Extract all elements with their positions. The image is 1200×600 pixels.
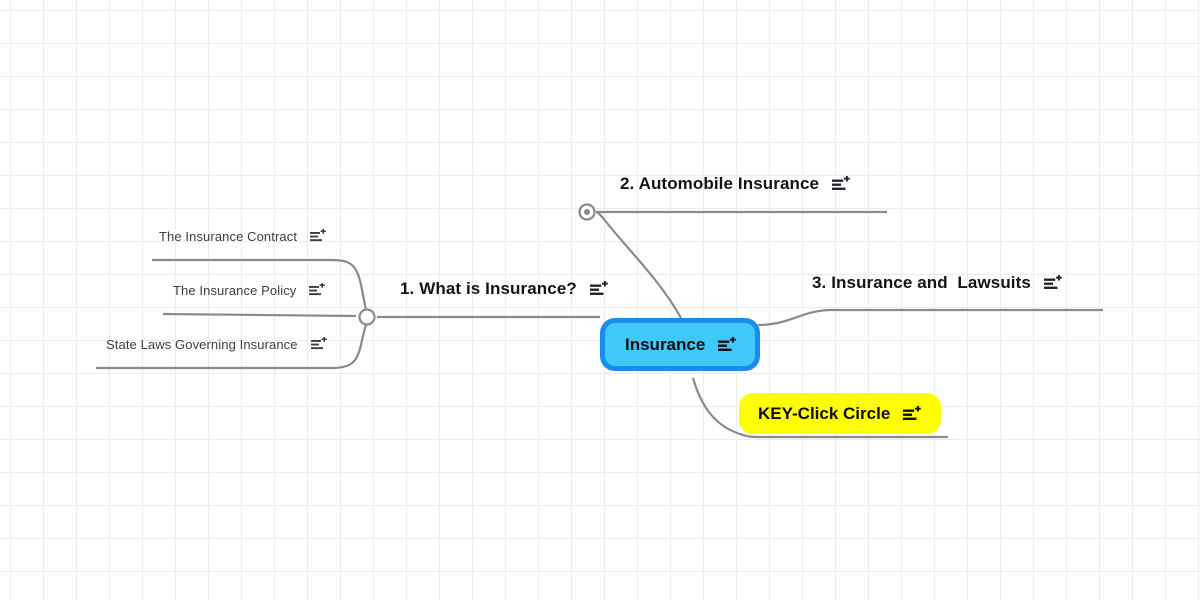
wire-branch-3	[757, 308, 1103, 327]
connector-circle-branch-2-dot[interactable]	[584, 209, 590, 215]
branch-node-insurance-and-lawsuits[interactable]: 3. Insurance and Lawsuits	[812, 274, 1062, 291]
wire-child-1-2	[162, 312, 357, 318]
connector-circle-branch-2[interactable]	[578, 203, 596, 221]
child-node-the-insurance-contract[interactable]: The Insurance Contract	[159, 229, 326, 243]
note-add-icon[interactable]	[832, 175, 850, 192]
branch-node-label: 2. Automobile Insurance	[620, 174, 820, 193]
note-add-icon[interactable]	[718, 336, 737, 353]
root-node-label: Insurance	[625, 335, 706, 354]
note-add-icon[interactable]	[310, 229, 326, 243]
connector-circle-branch-1[interactable]	[358, 308, 376, 326]
key-node-label: KEY-Click Circle	[758, 404, 891, 423]
note-add-icon[interactable]	[310, 337, 327, 351]
note-add-icon[interactable]	[1043, 274, 1062, 291]
branch-node-label: 3. Insurance and Lawsuits	[812, 273, 1031, 292]
branch-node-automobile-insurance[interactable]: 2. Automobile Insurance	[620, 175, 850, 192]
note-add-icon[interactable]	[903, 405, 922, 422]
child-node-label: The Insurance Contract	[159, 228, 298, 244]
note-add-icon[interactable]	[589, 280, 608, 297]
child-node-label: State Laws Governing Insurance	[106, 336, 298, 352]
key-node-click-circle[interactable]: KEY-Click Circle	[739, 393, 942, 434]
wire-branch-2	[595, 210, 682, 319]
root-node-insurance[interactable]: Insurance	[600, 318, 761, 371]
child-node-state-laws-governing-insurance[interactable]: State Laws Governing Insurance	[106, 337, 327, 351]
child-node-the-insurance-policy[interactable]: The Insurance Policy	[173, 282, 326, 298]
child-node-label: The Insurance Policy	[173, 282, 297, 298]
branch-node-label: 1. What is Insurance?	[400, 279, 577, 298]
branch-node-what-is-insurance[interactable]: 1. What is Insurance?	[400, 280, 608, 297]
note-add-icon[interactable]	[309, 283, 326, 297]
